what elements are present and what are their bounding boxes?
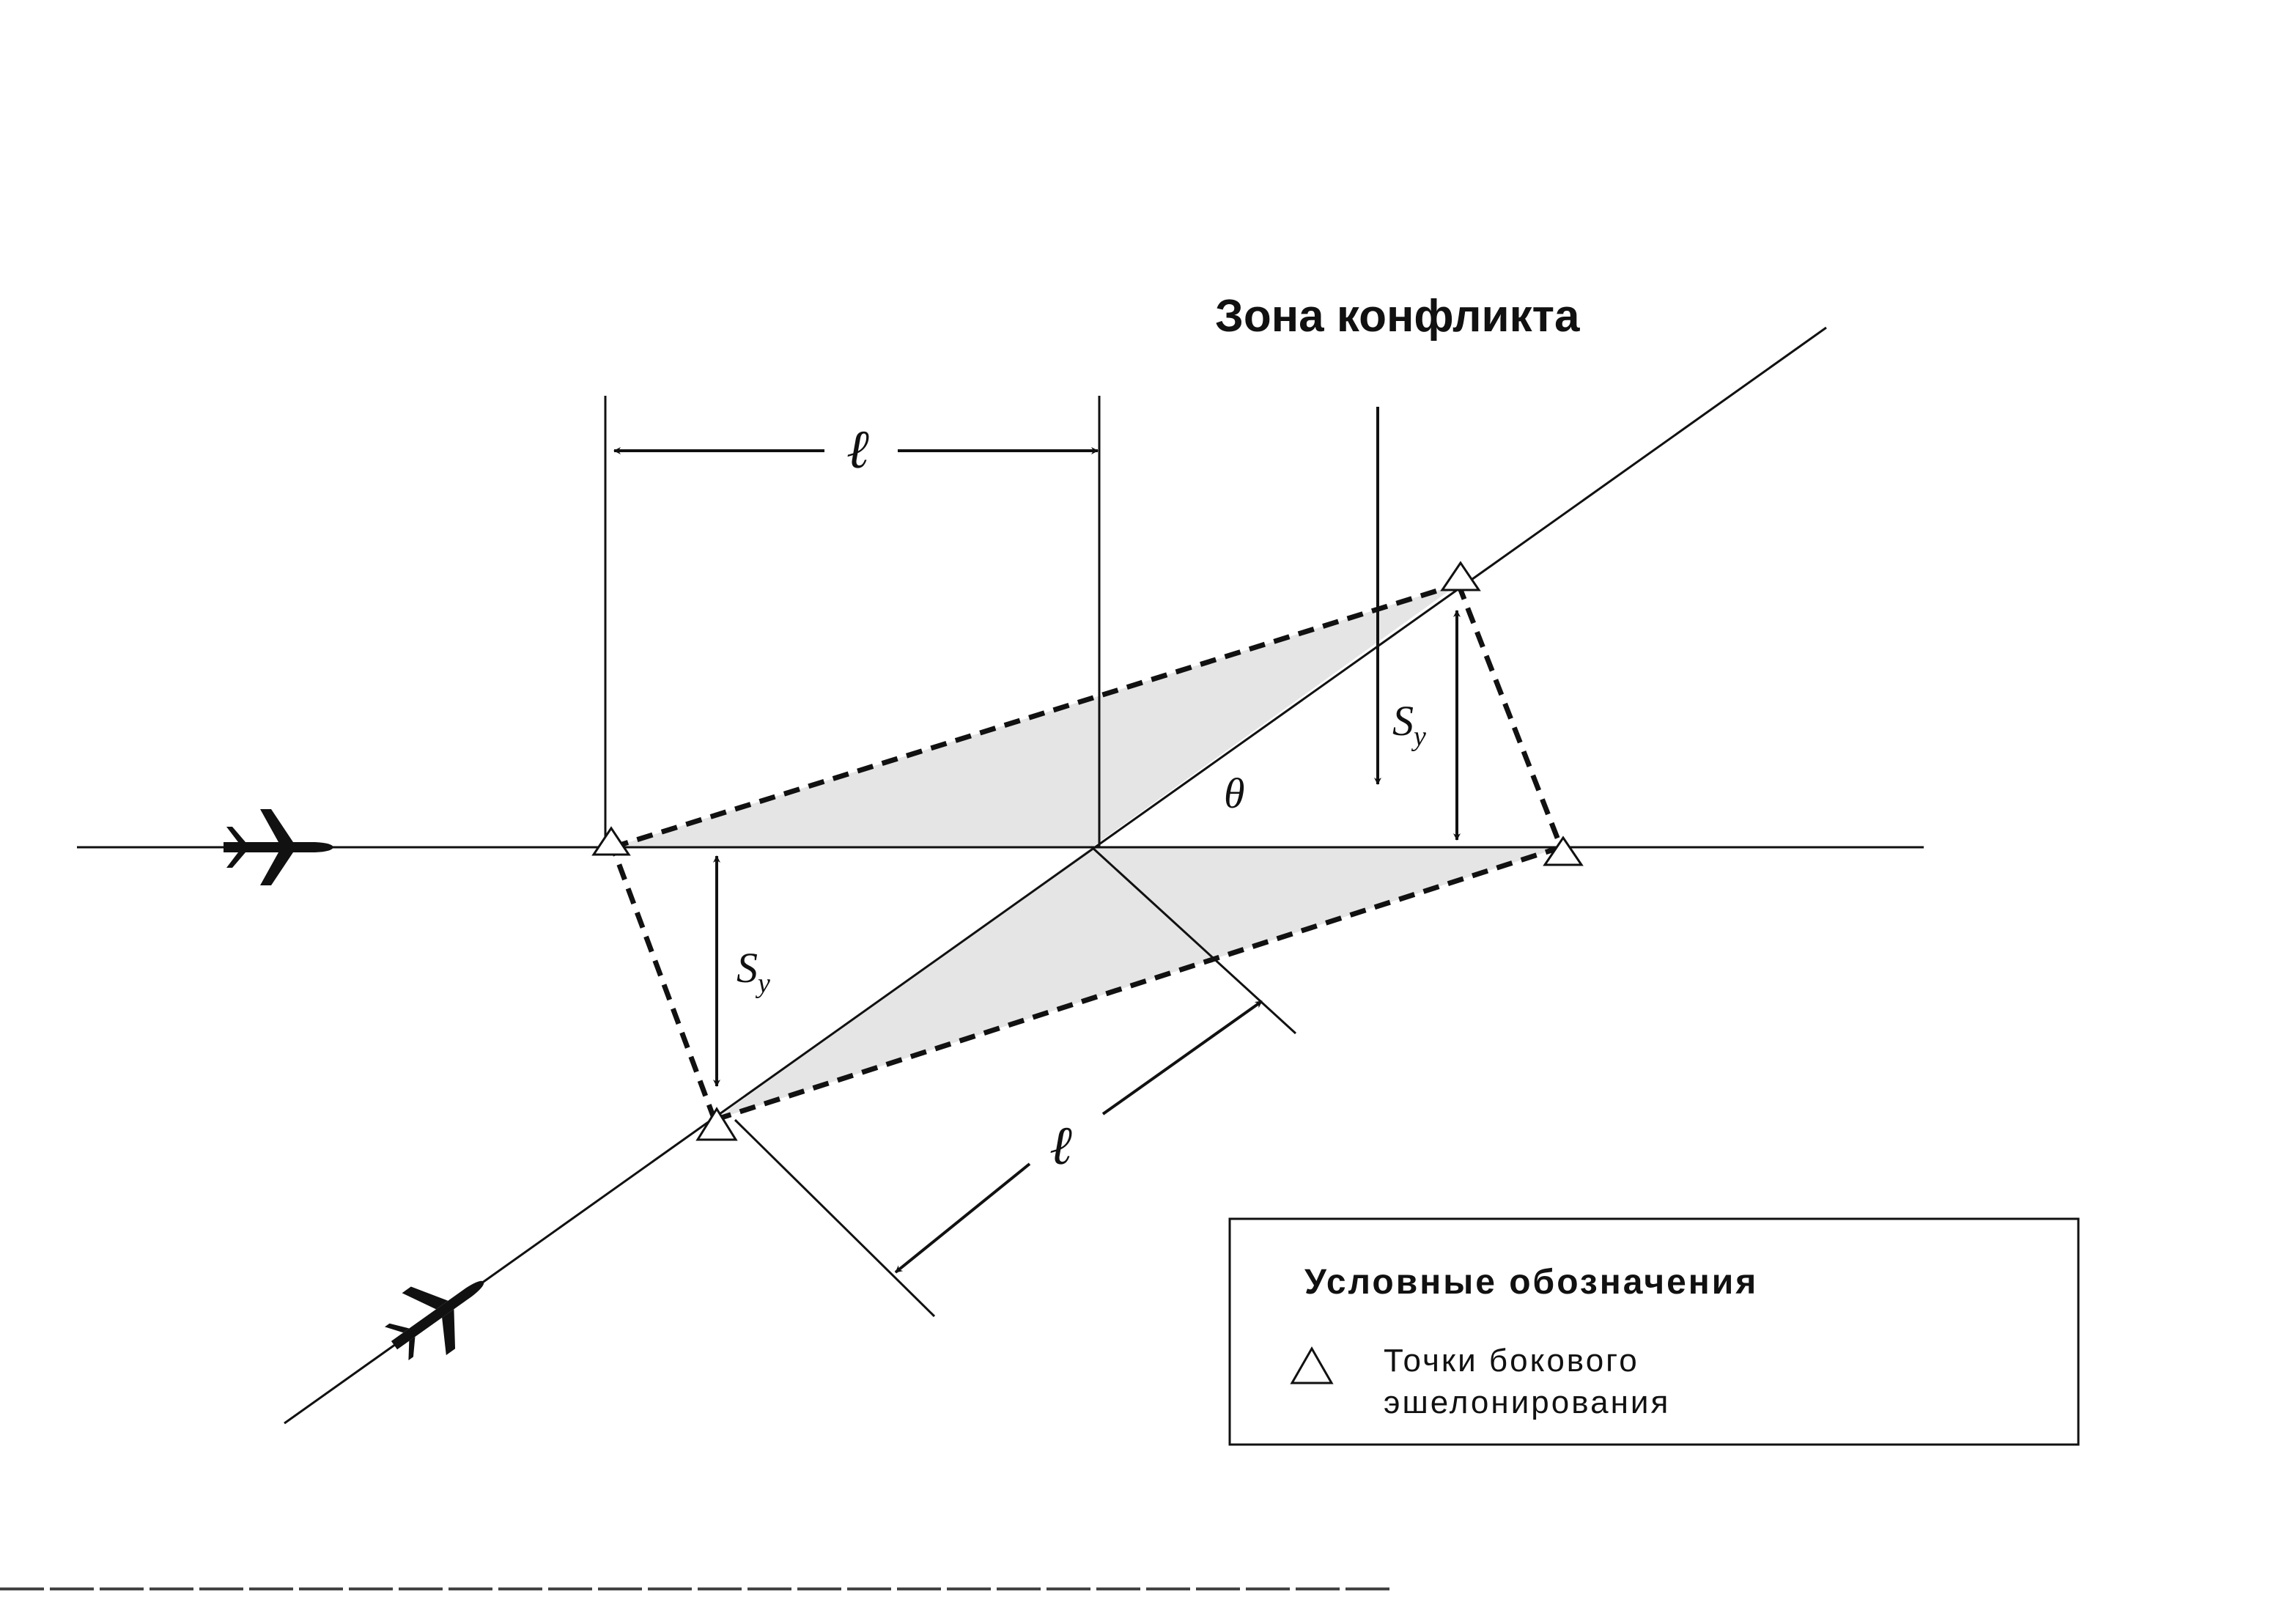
airplane-icon: [224, 809, 333, 885]
conflict-zone-lower: [613, 847, 1561, 1120]
legend-box: [1228, 1217, 2080, 1446]
separation-boundary: [610, 581, 1564, 1123]
legend-item-line2: эшелонирования: [1384, 1384, 1670, 1420]
triangle-icon: [1290, 1346, 1334, 1384]
length-diag-arrow-lower: [894, 1162, 1031, 1274]
diagonal-track: [284, 326, 1827, 1425]
airplane-icon: [384, 1280, 484, 1361]
diagram-title: Зона конфликта: [1215, 291, 1580, 342]
sep-left-label: Sy: [737, 944, 770, 999]
separation-point-icon: [591, 561, 1584, 1141]
angle-label: θ: [1224, 770, 1245, 817]
legend-title: Условные обозначения: [1304, 1263, 1758, 1302]
length-diag-label: ℓ: [1049, 1116, 1072, 1176]
legend: Условные обозначения Точки бокового эшел…: [1228, 1217, 2080, 1446]
sep-right-label-sub: y: [1411, 721, 1426, 752]
length-diag-arrow-upper: [1101, 1000, 1263, 1115]
sep-right-label-main: S: [1392, 697, 1414, 745]
sep-right-label: Sy: [1392, 697, 1426, 752]
length-top-label: ℓ: [846, 420, 869, 480]
sep-left-label-sub: y: [755, 968, 770, 999]
sep-left-label-main: S: [737, 944, 758, 992]
perp-line-lower: [734, 1118, 936, 1318]
legend-item-line1: Точки бокового: [1384, 1343, 1639, 1379]
